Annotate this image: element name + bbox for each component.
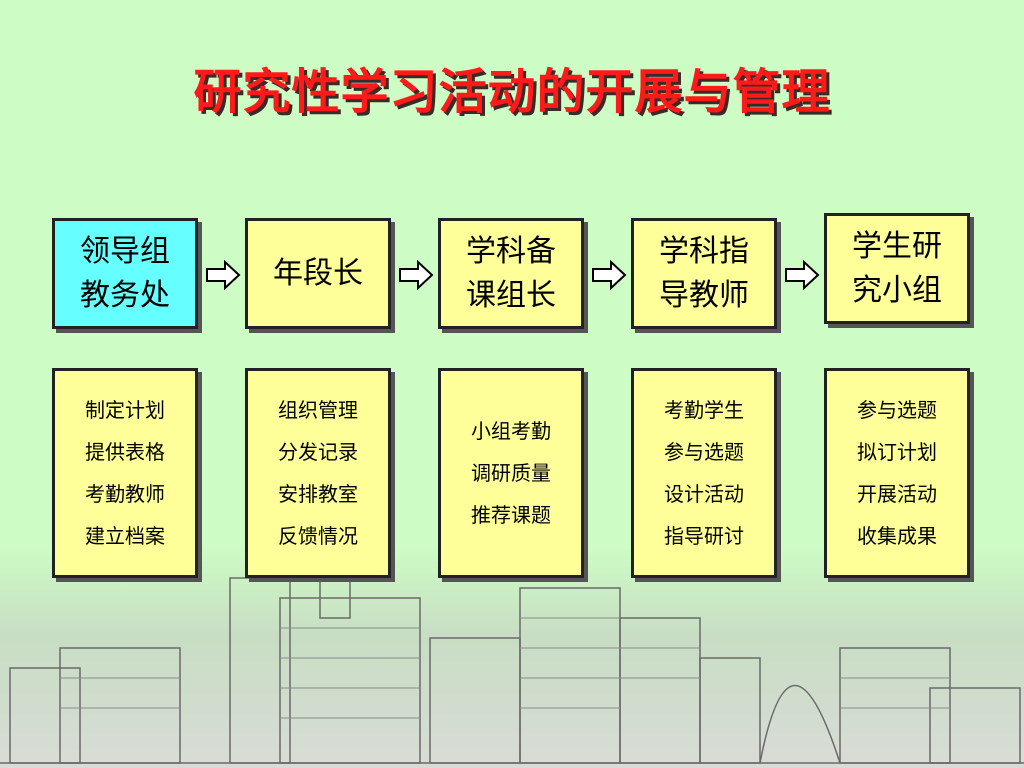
duty-item: 指导研讨 (664, 524, 744, 548)
right-arrow-icon (592, 260, 627, 290)
duty-box-2: 组织管理 分发记录 安排教室 反馈情况 (245, 368, 391, 578)
duty-item: 制定计划 (85, 398, 165, 422)
stage-label-line: 领导组 (80, 233, 170, 269)
duty-item: 反馈情况 (278, 524, 358, 548)
stage-box-4: 学科指 导教师 (631, 218, 777, 329)
stage-label-line: 学科备 (466, 233, 556, 269)
stage-box-2: 年段长 (245, 218, 391, 329)
duty-item: 考勤教师 (85, 482, 165, 506)
stage-label-line: 学生研 (852, 228, 942, 264)
duty-item: 调研质量 (471, 461, 551, 485)
background-strip (0, 548, 1024, 768)
duty-item: 拟订计划 (857, 440, 937, 464)
duty-item: 安排教室 (278, 482, 358, 506)
stage-label-line: 课组长 (466, 277, 556, 313)
duty-item: 小组考勤 (471, 419, 551, 443)
duty-item: 参与选题 (664, 440, 744, 464)
duty-item: 参与选题 (857, 398, 937, 422)
duty-item: 组织管理 (278, 398, 358, 422)
stage-label-line: 究小组 (852, 272, 942, 308)
duty-box-4: 考勤学生 参与选题 设计活动 指导研讨 (631, 368, 777, 578)
duty-item: 提供表格 (85, 440, 165, 464)
duty-item: 设计活动 (664, 482, 744, 506)
duty-box-3: 小组考勤 调研质量 推荐课题 (438, 368, 584, 578)
stage-label-line: 导教师 (659, 277, 749, 313)
right-arrow-icon (785, 260, 820, 290)
page-title: 研究性学习活动的开展与管理 (193, 64, 831, 120)
duty-item: 推荐课题 (471, 503, 551, 527)
duty-box-1: 制定计划 提供表格 考勤教师 建立档案 (52, 368, 198, 578)
right-arrow-icon (399, 260, 434, 290)
duty-item: 开展活动 (857, 482, 937, 506)
stage-box-3: 学科备 课组长 (438, 218, 584, 329)
right-arrow-icon (206, 260, 241, 290)
duty-box-5: 参与选题 拟订计划 开展活动 收集成果 (824, 368, 970, 578)
duty-item: 收集成果 (857, 524, 937, 548)
duty-item: 分发记录 (278, 440, 358, 464)
stage-label-line: 学科指 (659, 233, 749, 269)
stage-box-1: 领导组 教务处 (52, 218, 198, 329)
campus-skyline-image (0, 567, 1024, 764)
duty-item: 建立档案 (85, 524, 165, 548)
stage-label-line: 教务处 (80, 277, 170, 313)
stage-box-5: 学生研 究小组 (824, 213, 970, 324)
duty-item: 考勤学生 (664, 398, 744, 422)
stage-label-line: 年段长 (273, 255, 363, 291)
